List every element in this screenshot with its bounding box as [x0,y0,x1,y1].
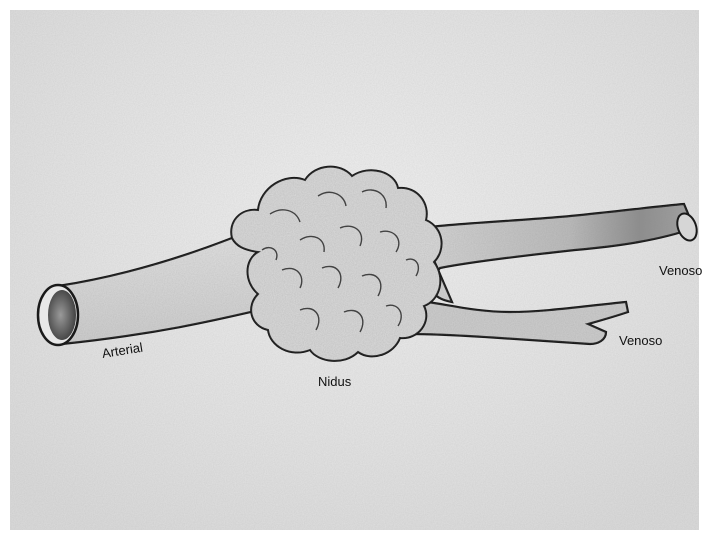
venoso-upper-label: Venoso [659,263,702,278]
nidus-label: Nidus [318,374,351,389]
venoso-lower-label: Venoso [619,333,662,348]
